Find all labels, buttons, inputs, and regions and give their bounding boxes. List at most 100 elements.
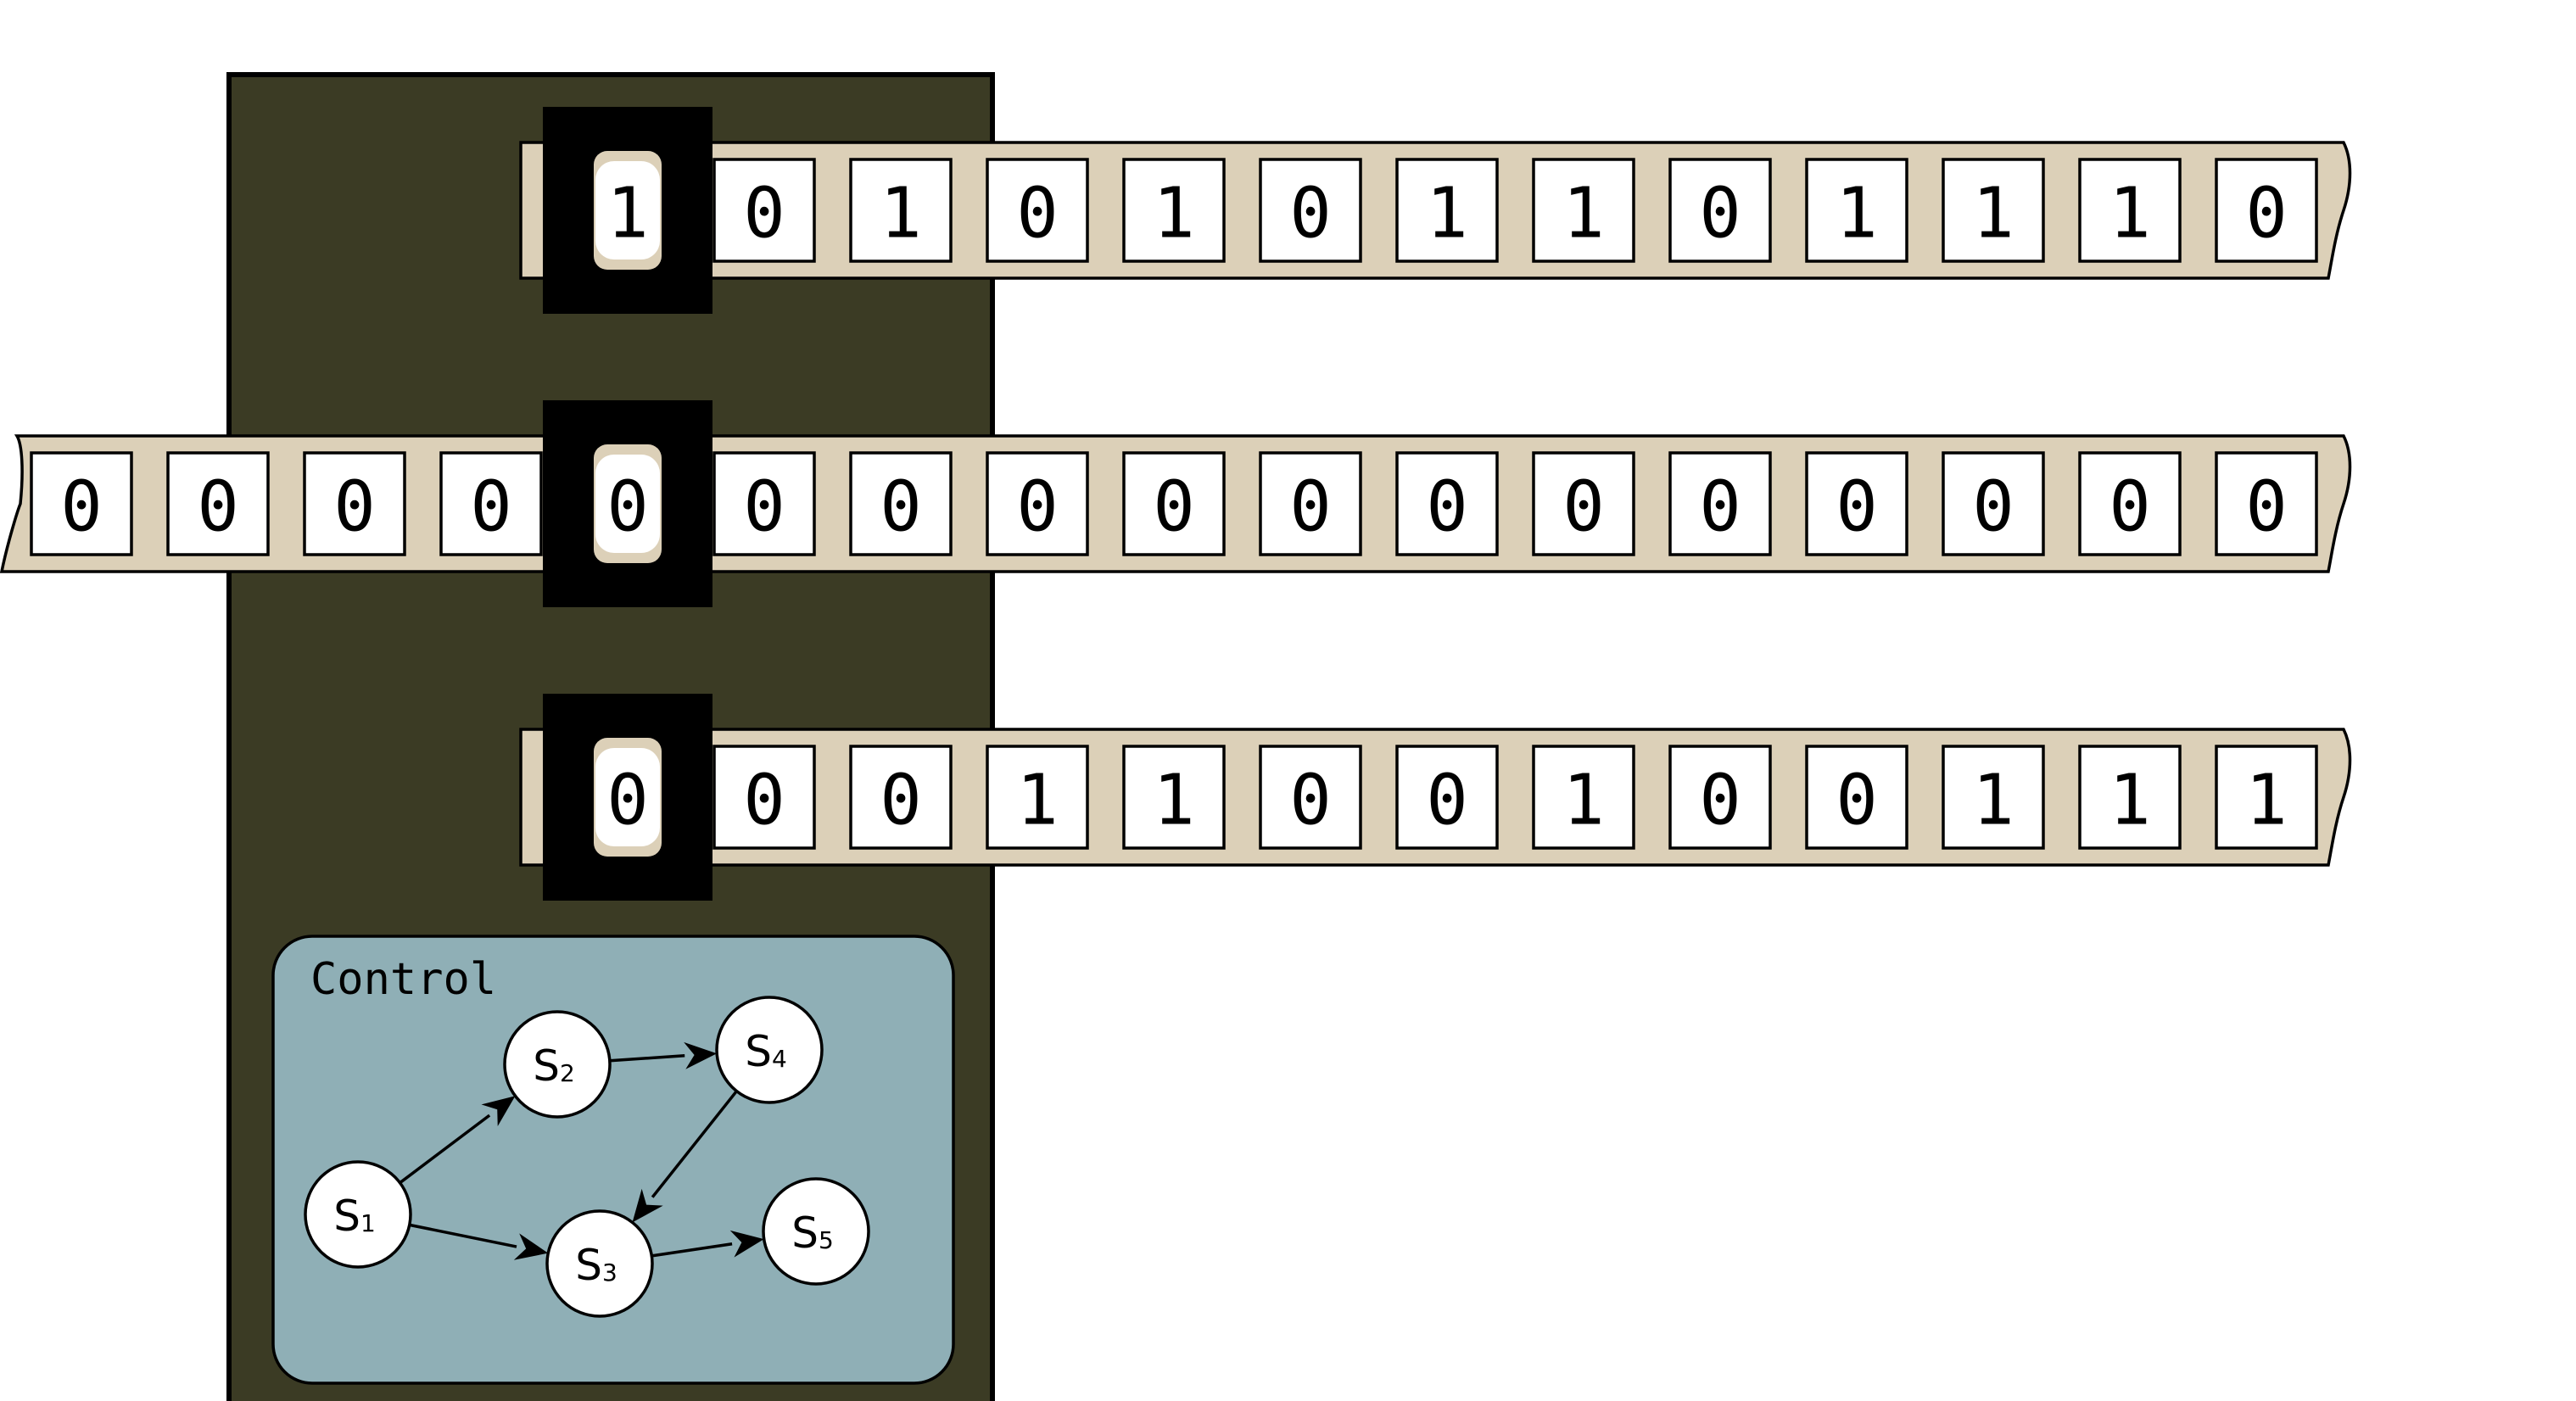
cell-box	[1532, 745, 1635, 850]
tape-cell: 0	[2215, 158, 2318, 263]
transition-line	[651, 1242, 733, 1258]
cell-value: 1	[1972, 174, 2014, 254]
tape-cell: 0	[30, 451, 133, 556]
state-circle	[762, 1177, 870, 1286]
cell-value: 1	[2109, 761, 2150, 841]
cell-box	[2078, 451, 2182, 556]
state-s3: S3	[545, 1209, 654, 1318]
cell-box	[2215, 158, 2318, 263]
cell-box	[986, 745, 1089, 850]
state-label: S2	[533, 1041, 575, 1091]
cell-box	[986, 158, 1089, 263]
state-circle	[503, 1010, 612, 1119]
tape-cell: 0	[1532, 451, 1635, 556]
cell-box	[1122, 745, 1226, 850]
cell-value: 0	[743, 467, 785, 548]
tape-cell: 0	[986, 158, 1089, 263]
cell-value: 1	[2109, 174, 2150, 254]
cell-box	[30, 451, 133, 556]
cell-box	[2078, 745, 2182, 850]
state-s2: S2	[503, 1010, 612, 1119]
cell-value: 0	[1972, 467, 2014, 548]
cell-box	[849, 158, 953, 263]
tape-cell: 0	[712, 745, 816, 850]
tape-cell: 1	[1122, 158, 1226, 263]
cell-value: 0	[1426, 761, 1467, 841]
cell-value: 0	[2109, 467, 2150, 548]
cell-value: 1	[1836, 174, 1877, 254]
cell-box	[1805, 745, 1908, 850]
cell-value: 1	[2245, 761, 2287, 841]
state-subscript: 2	[560, 1059, 575, 1087]
cell-value: 0	[1016, 174, 1058, 254]
transition-line	[399, 1114, 491, 1185]
cell-value: 0	[1562, 467, 1604, 548]
tape-cell: 1	[1942, 745, 2045, 850]
cell-value: 0	[1289, 174, 1331, 254]
state-circle	[545, 1209, 654, 1318]
state-label: S3	[575, 1241, 617, 1290]
cell-box	[849, 451, 953, 556]
state-letter: S	[745, 1027, 772, 1076]
arrowhead	[632, 1188, 663, 1223]
tape-cell: 0	[712, 451, 816, 556]
state-transitions	[399, 1041, 764, 1260]
cell-value: 1	[1153, 174, 1194, 254]
cell-box	[1942, 451, 2045, 556]
cell-value: 0	[197, 467, 238, 548]
state-subscript: 1	[360, 1209, 376, 1237]
tape-cell: 0	[712, 158, 816, 263]
tape-cell: 0	[986, 451, 1089, 556]
cell-value: 0	[743, 174, 785, 254]
cell-value: 0	[2245, 467, 2287, 548]
arrowhead	[481, 1096, 516, 1126]
state-subscript: 5	[819, 1226, 834, 1254]
cell-box	[2215, 451, 2318, 556]
tape-cell: 0	[1395, 451, 1499, 556]
cell-value: 1	[1972, 761, 2014, 841]
cell-value: 0	[1699, 761, 1741, 841]
cell-box	[1122, 158, 1226, 263]
cell-box	[439, 451, 543, 556]
cell-box	[2215, 745, 2318, 850]
cell-box	[1395, 158, 1499, 263]
tape-cell: 1	[2078, 745, 2182, 850]
tape-cell: 1	[1532, 745, 1635, 850]
head-cell-box	[595, 748, 660, 846]
cell-value: 0	[1699, 174, 1741, 254]
cell-value: 0	[1836, 467, 1877, 548]
cell-box	[1668, 451, 1772, 556]
tape-cell: 0	[1942, 451, 2045, 556]
state-subscript: 3	[602, 1259, 617, 1287]
cell-box	[849, 745, 953, 850]
cell-box	[1395, 745, 1499, 850]
cell-box	[1122, 451, 1226, 556]
cell-value: 1	[1016, 761, 1058, 841]
cell-value: 0	[606, 467, 648, 548]
transition-s3-s5	[651, 1230, 764, 1258]
arrowhead	[684, 1041, 718, 1069]
head-cell-box	[595, 455, 660, 553]
tape-cell: 0	[2078, 451, 2182, 556]
cell-value: 0	[1836, 761, 1877, 841]
tape-cell: 0	[1805, 745, 1908, 850]
state-letter: S	[333, 1192, 360, 1241]
tape-cell: 0	[595, 455, 660, 553]
arrowhead	[513, 1233, 549, 1260]
cell-box	[986, 451, 1089, 556]
state-subscript: 4	[772, 1045, 787, 1073]
tape-cell: 1	[849, 158, 953, 263]
state-letter: S	[575, 1241, 602, 1290]
transition-line	[651, 1090, 738, 1198]
cell-value: 1	[1562, 174, 1604, 254]
tape-cell: 0	[1259, 451, 1362, 556]
cell-value: 0	[606, 761, 648, 841]
tape-cell: 1	[1805, 158, 1908, 263]
transition-s4-s3	[632, 1090, 738, 1223]
cell-box	[1942, 158, 2045, 263]
